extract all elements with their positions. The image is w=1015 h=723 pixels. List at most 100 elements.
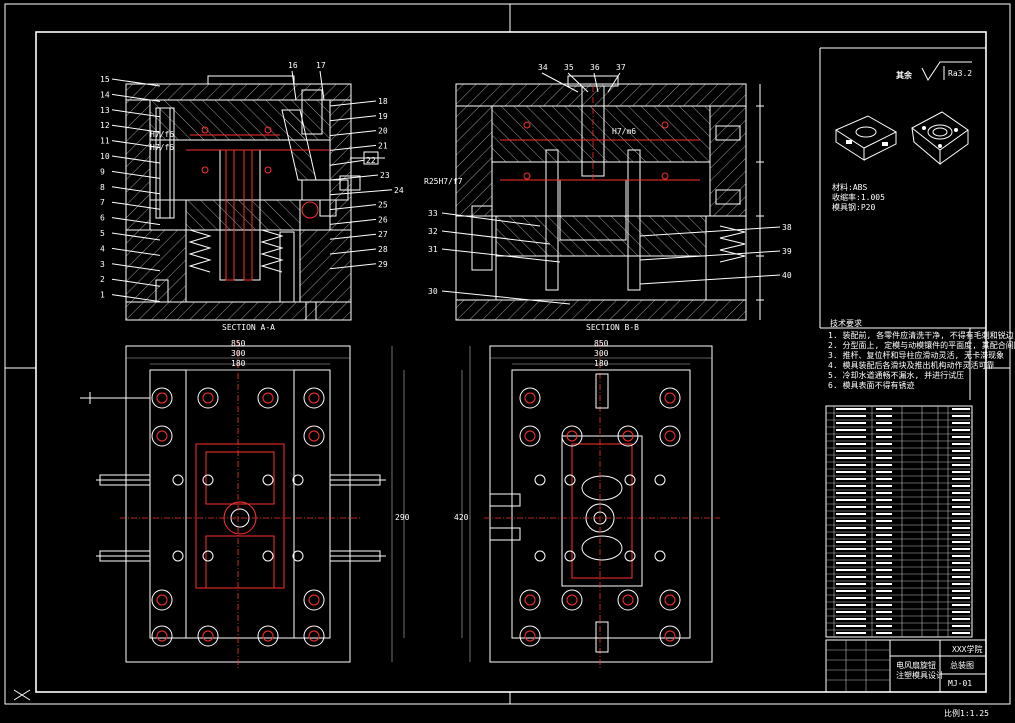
roughness-value: Ra3.2	[948, 69, 972, 78]
scale-text: 比例1:1.25	[944, 708, 989, 718]
pin-hole-icon	[262, 550, 274, 562]
bom-text-mark	[836, 562, 866, 564]
bom-text-mark	[952, 520, 970, 522]
roughness-title: 其余	[896, 70, 913, 80]
bom-text-mark	[836, 632, 866, 634]
dim-right-300: 300	[594, 349, 609, 358]
pin-hole-icon	[624, 474, 636, 486]
bolt-hole-inner	[308, 630, 320, 642]
leader-line	[111, 232, 161, 241]
bom-text-mark	[952, 492, 970, 494]
bom-text-mark	[952, 590, 970, 592]
bolt-hole-icon	[519, 625, 541, 647]
bom-text-mark	[952, 499, 970, 501]
callout-2: 2	[100, 275, 105, 284]
leader-line	[329, 218, 377, 225]
bolt-hole-icon	[303, 625, 325, 647]
section-view-left	[125, 75, 385, 321]
bom-text-mark	[876, 513, 892, 515]
leader-line	[441, 248, 561, 263]
bom-text-mark	[836, 436, 866, 438]
bolt-hole-inner	[156, 430, 168, 442]
title-block	[825, 639, 987, 693]
bom-text-mark	[876, 422, 892, 424]
bom-text-mark	[876, 485, 892, 487]
pin-hole-icon	[262, 474, 274, 486]
bom-text-mark	[876, 576, 892, 578]
bom-text-mark	[836, 443, 866, 445]
bom-text-mark	[952, 527, 970, 529]
bolt-hole-inner	[262, 392, 274, 404]
bolt-hole-inner	[156, 392, 168, 404]
leader-line	[639, 274, 781, 285]
bolt-hole-icon	[197, 625, 219, 647]
bom-text-mark	[876, 548, 892, 550]
bom-text-mark	[876, 534, 892, 536]
bolt-hole-inner	[664, 392, 676, 404]
bom-text-mark	[952, 562, 970, 564]
bom-text-mark	[836, 422, 866, 424]
leader-line	[111, 278, 161, 287]
callout-37: 37	[616, 63, 626, 72]
bom-text-mark	[836, 506, 866, 508]
leader-line	[607, 72, 621, 93]
bolt-hole-inner	[308, 392, 320, 404]
bom-text-mark	[876, 555, 892, 557]
callout-28: 28	[378, 245, 388, 254]
callout-18: 18	[378, 97, 388, 106]
callout-5: 5	[100, 229, 105, 238]
dim-left-850: 850	[231, 339, 246, 348]
bolt-hole-inner	[202, 630, 214, 642]
bom-text-mark	[876, 450, 892, 452]
bom-text-mark	[952, 555, 970, 557]
plan-view-right	[461, 340, 720, 668]
leader-line	[441, 212, 541, 227]
callout-6: 6	[100, 214, 105, 223]
bom-text-mark	[876, 520, 892, 522]
leader-line	[639, 250, 781, 261]
bom-text-mark	[876, 611, 892, 613]
bom-text-mark	[876, 569, 892, 571]
bom-frame	[825, 405, 973, 638]
leader-line	[329, 144, 377, 151]
bom-text-mark	[876, 562, 892, 564]
bom-text-mark	[876, 527, 892, 529]
bom-text-mark	[876, 464, 892, 466]
material-line-2: 收缩率:1.005	[832, 192, 885, 202]
callout-3: 3	[100, 260, 105, 269]
bolt-hole-icon	[303, 387, 325, 409]
pin-hole-icon	[172, 550, 184, 562]
callout-1: 1	[100, 291, 105, 300]
bom-text-mark	[876, 499, 892, 501]
bom-text-mark	[952, 436, 970, 438]
title-block-name1: 电风扇旋钮	[896, 660, 936, 670]
bom-text-mark	[952, 583, 970, 585]
callout-40: 40	[782, 271, 792, 280]
fit-label-h7m6: H7/m6	[612, 127, 636, 136]
leader-line	[111, 263, 161, 272]
pin-hole-icon	[564, 474, 576, 486]
leader-line	[329, 248, 377, 255]
info-panel	[819, 47, 986, 400]
pin-hole-icon	[292, 474, 304, 486]
section-label-left: SECTION A-A	[222, 323, 275, 332]
pin-hole-icon	[654, 550, 666, 562]
section-view-right	[455, 75, 764, 321]
bom-text-mark	[836, 590, 866, 592]
bom-text-mark	[876, 492, 892, 494]
bom-text-mark	[836, 604, 866, 606]
bolt-hole-inner	[664, 430, 676, 442]
callout-8: 8	[100, 183, 105, 192]
bom-text-mark	[876, 604, 892, 606]
callout-33: 33	[428, 209, 438, 218]
pin-hole-icon	[202, 550, 214, 562]
bom-text-mark	[876, 625, 892, 627]
dim-right-180: 180	[594, 359, 609, 368]
callout-31: 31	[428, 245, 438, 254]
bom-text-mark	[952, 429, 970, 431]
callout-32: 32	[428, 227, 438, 236]
bom-text-mark	[952, 471, 970, 473]
callout-30: 30	[428, 287, 438, 296]
